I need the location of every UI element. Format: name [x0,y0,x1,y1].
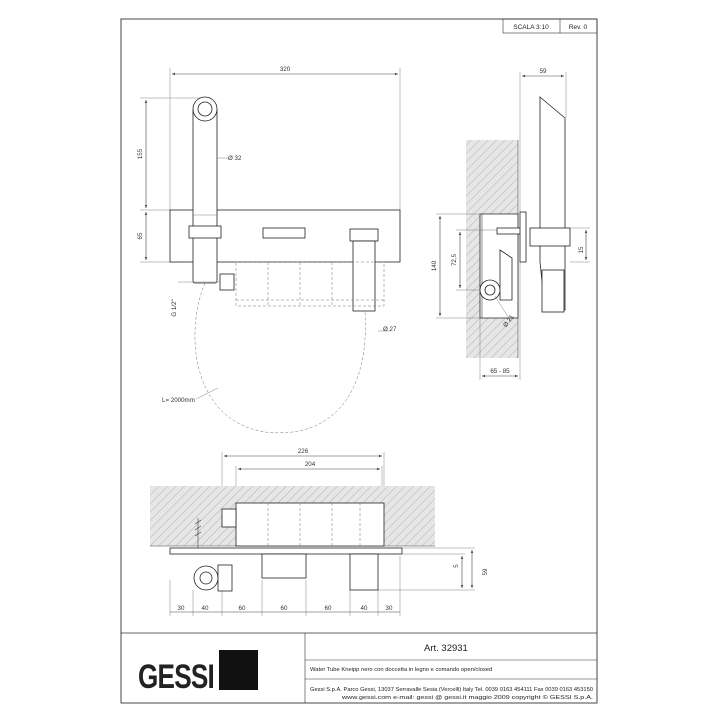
dim-depth-59-top: 59 [540,68,547,75]
dim-height-72-5: 72,5 [451,253,458,266]
dim-width-320: 320 [280,66,291,73]
top-plate [169,547,403,555]
article-description: Water Tube Kneipp nero con doccetta in l… [310,667,492,673]
top-handshower-tail [217,564,233,592]
dim-hose-length: L= 2000mm [162,397,195,404]
segment-dim: 30 [386,605,393,612]
sheet-border [120,18,598,704]
revision-label: Rev. 0 [569,24,588,31]
segment-dim: 60 [325,605,332,612]
front-view: 320 155 65 Ø 32 Ø 27 G 1 [137,66,401,434]
company-contact: www.gessi.com e-mail: gessi @ gessi.it m… [342,694,593,701]
gessi-logo-square [219,650,258,690]
title-block: GESSI Art. 32931 Water Tube Kneipp nero … [121,632,597,703]
top-handshower-inner [199,571,213,585]
dim-height-155: 155 [137,148,144,159]
segment-dim: 40 [361,605,368,612]
front-control-slot [262,227,306,239]
top-recess-box [235,502,385,547]
handshower-head-inner [197,101,213,117]
segment-dim: 40 [202,605,209,612]
top-control [261,553,307,579]
top-handle [349,553,379,591]
dim-width-226: 226 [298,448,309,455]
top-inlet [221,508,237,528]
handshower-tube [192,107,218,284]
dim-diameter-32: Ø 32 [228,155,242,162]
side-flange [519,211,527,263]
segment-dim: 30 [178,605,185,612]
side-handshower-grip [541,269,565,313]
hose-path [194,282,366,434]
side-view: 59 140 72,5 15 Ø 21 65 - 85 [431,68,590,380]
side-spindle [496,227,524,235]
dim-thread-g12: G 1/2" [171,299,178,316]
scale-label: SCALA 3:10 [513,24,549,31]
side-pipe-inner [484,284,496,296]
front-handle-stem [352,240,376,312]
dim-width-204: 204 [305,461,316,468]
article-number: Art. 32931 [424,643,468,654]
segment-dimension-chain: 30 40 60 60 60 40 30 [169,556,401,616]
company-address: Gessi S.p.A. Parco Gessi, 13037 Serraval… [310,687,593,693]
gessi-logo-text: GESSI [138,658,214,696]
segment-dim: 60 [281,605,288,612]
front-handle-cap [349,228,379,242]
dim-depth-59: 59 [482,568,489,575]
side-handle-knob [529,227,571,247]
scale-revision-box: SCALA 3:10 Rev. 0 [502,18,598,34]
dim-height-65: 65 [137,232,144,239]
handshower-holder [188,225,222,239]
dim-diameter-27: Ø 27 [383,326,397,333]
dim-height-140: 140 [431,260,438,271]
dim-offset-5: 5 [453,564,460,568]
top-view: 226 204 5 59 [150,448,489,616]
dim-offset-15: 15 [578,246,585,253]
inlet-fitting [219,273,235,291]
segment-dim: 60 [239,605,246,612]
front-hidden-box [235,261,385,307]
dim-depth-range: 65 - 85 [490,368,510,375]
